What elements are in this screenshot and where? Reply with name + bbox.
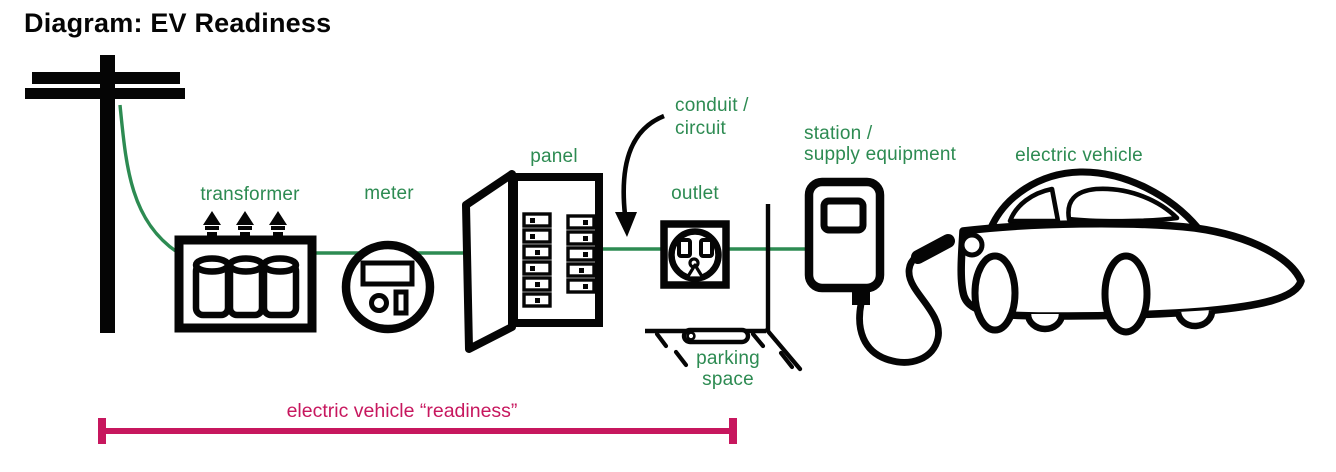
rear-wheel <box>1101 252 1151 336</box>
conduit-label-line2: circuit <box>675 118 727 139</box>
parking-space-icon <box>654 327 795 370</box>
meter-icon <box>341 240 435 334</box>
parking-label-line2: space <box>702 369 754 390</box>
panel-breakers <box>522 212 596 308</box>
page-title: Diagram: EV Readiness <box>24 8 332 38</box>
station-label-line1: station / <box>804 123 873 144</box>
electric-vehicle-icon <box>957 168 1305 336</box>
station-label-line2: supply equipment <box>804 144 957 165</box>
conduit-label: conduit / circuit <box>675 94 749 140</box>
charge-port-icon <box>959 232 985 258</box>
panel-label: panel <box>530 146 578 167</box>
wheel-arch-bump <box>1174 309 1216 330</box>
readiness-bracket-label: electric vehicle “readiness” <box>286 400 518 422</box>
outlet-icon <box>660 220 730 289</box>
conduit-label-line1: conduit / <box>675 95 749 116</box>
readiness-bracket <box>98 418 737 444</box>
cable-stub <box>852 286 870 305</box>
outlet-label: outlet <box>671 183 719 204</box>
station-label: station / supply equipment <box>804 123 956 165</box>
station-screen <box>820 197 867 234</box>
connector-icon <box>911 234 955 264</box>
front-wheel <box>971 252 1019 334</box>
transformer-icon <box>174 211 317 333</box>
panel-icon <box>462 170 603 353</box>
transformer-bushings <box>203 211 287 236</box>
service-wire <box>118 104 178 254</box>
utility-pole-icon <box>25 55 185 333</box>
transformer-windings <box>192 255 300 319</box>
panel-door <box>462 170 516 353</box>
parking-hash-marks <box>654 331 795 370</box>
electric-vehicle-label: electric vehicle <box>1015 145 1143 166</box>
charging-cable <box>856 252 942 366</box>
wheel-arch-bump <box>1024 313 1066 333</box>
front-window <box>1007 186 1061 224</box>
parking-label-line1: parking <box>696 348 760 369</box>
meter-label: meter <box>364 183 414 204</box>
conduit-arrow-icon <box>615 113 665 237</box>
charging-station-icon <box>804 177 885 305</box>
transformer-label: transformer <box>200 184 300 205</box>
parking-space-label: parking space <box>686 348 770 390</box>
